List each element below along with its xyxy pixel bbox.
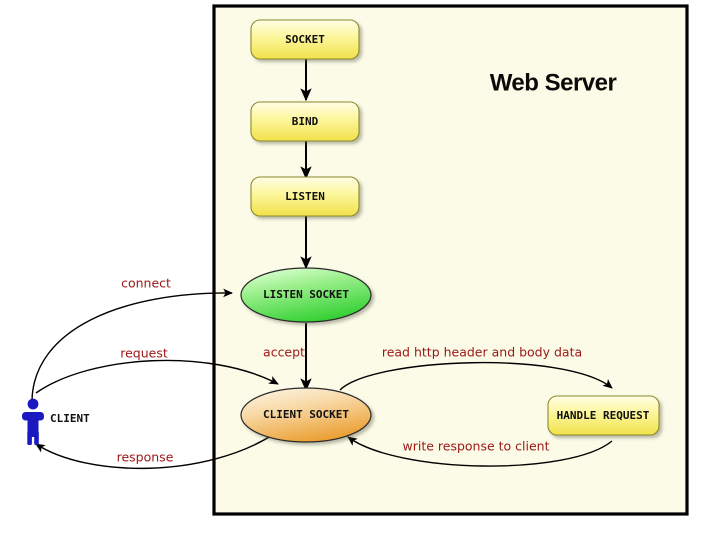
edge-label-request: request [120,346,168,361]
page-title: Web Server [490,69,617,96]
edge-label-write-response: write response to client [402,439,549,454]
edge-accept: accept [263,323,312,392]
node-handle-request-label: HANDLE REQUEST [557,409,650,422]
node-handle-request[interactable] [547,395,660,436]
client-actor-label: CLIENT [50,412,90,425]
node-socket[interactable] [250,19,360,60]
edge-request: request [35,346,279,394]
client-actor[interactable]: CLIENT [22,398,90,445]
node-client-socket[interactable] [240,387,372,443]
edge-label-response: response [117,450,174,465]
node-client-socket-label: CLIENT SOCKET [263,408,349,421]
node-listen-socket[interactable] [240,267,372,323]
node-listen-label: LISTEN [285,190,325,203]
edge-label-connect: connect [121,276,171,291]
edge-connect: connect [31,276,233,401]
edge-response: response [35,433,275,470]
node-listen-socket-label: LISTEN SOCKET [263,288,349,301]
edge-read-http: read http header and body data [339,345,613,391]
node-bind-label: BIND [292,115,319,128]
node-listen[interactable] [250,176,360,217]
node-bind[interactable] [250,101,360,142]
node-socket-label: SOCKET [285,33,325,46]
edge-label-read-http: read http header and body data [382,345,582,360]
edge-write-response: write response to client [347,436,613,467]
edge-label-accept: accept [263,345,305,360]
client-stick-figure-icon [22,398,44,445]
